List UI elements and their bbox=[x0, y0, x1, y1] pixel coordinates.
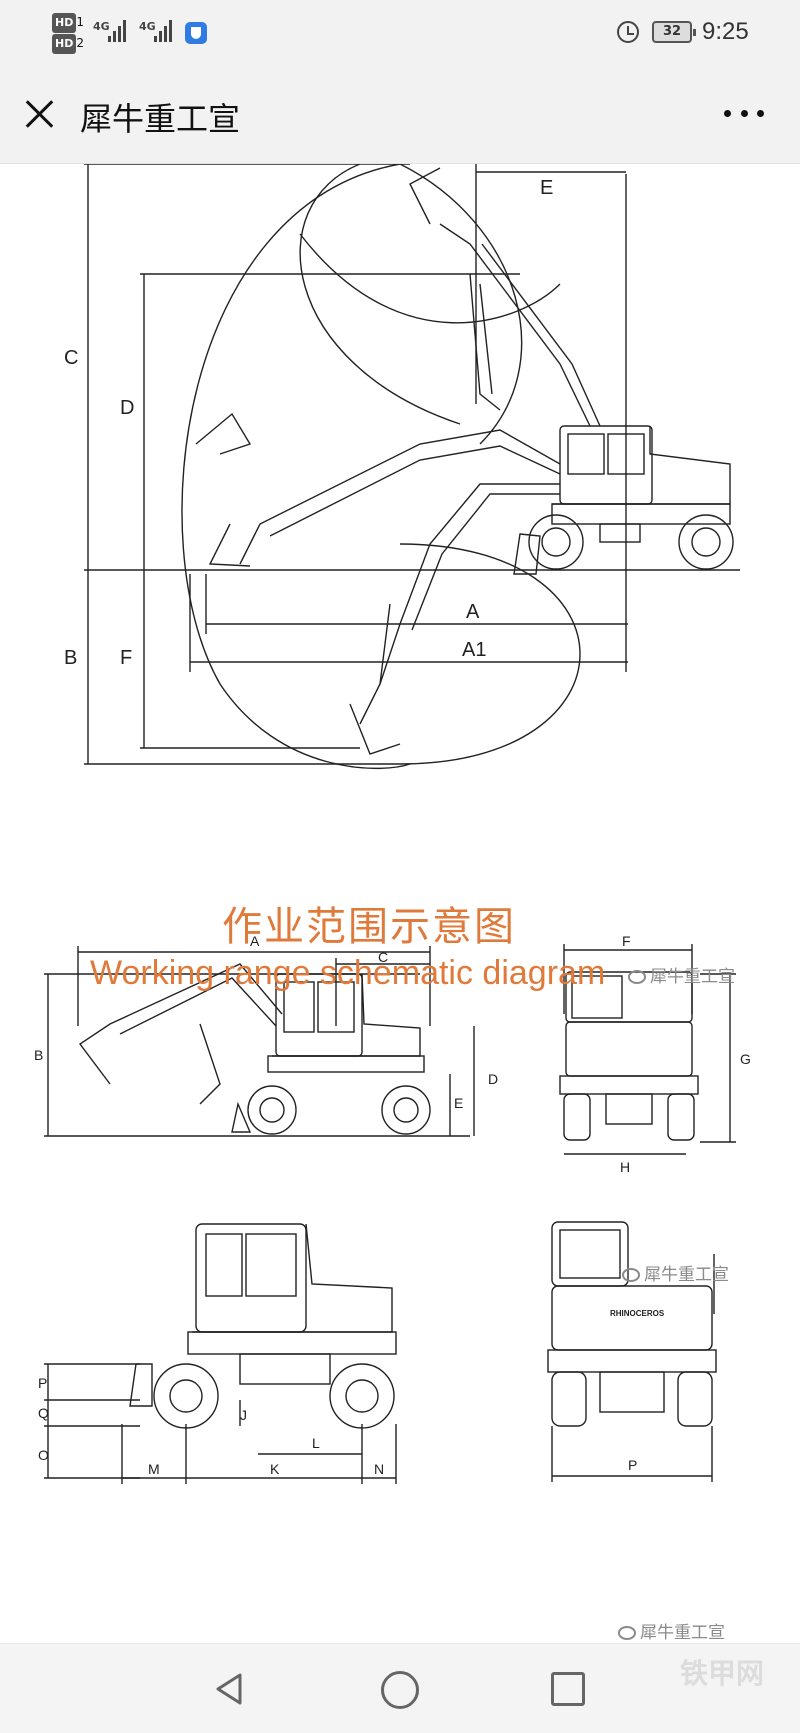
dim-label-e: E bbox=[540, 177, 553, 199]
bottom-front-label-p: P bbox=[628, 1457, 637, 1473]
more-options-icon[interactable] bbox=[724, 110, 764, 120]
caption-english: Working range schematic diagram bbox=[90, 954, 606, 992]
side-label-b: B bbox=[34, 1047, 43, 1063]
hd1-sub: 1 bbox=[76, 15, 84, 29]
signal2-label: 4G bbox=[139, 20, 156, 33]
watermark-1: 犀牛重工宣 bbox=[628, 962, 735, 987]
dim-label-f: F bbox=[120, 647, 132, 669]
dim-label-a1: A1 bbox=[462, 639, 486, 661]
page-title: 犀牛重工宣 bbox=[80, 100, 241, 138]
security-shield-icon bbox=[185, 22, 207, 44]
dim-label-d: D bbox=[120, 397, 134, 419]
signal1-label: 4G bbox=[93, 20, 110, 33]
front-label-g: G bbox=[740, 1051, 751, 1067]
hd2-badge: HD bbox=[52, 34, 77, 54]
hd2-sub: 2 bbox=[76, 36, 84, 50]
wechat-icon bbox=[618, 1626, 636, 1640]
bottom-label-p: P bbox=[38, 1375, 47, 1391]
rhinoceros-badge: RHINOCEROS bbox=[610, 1309, 665, 1318]
bottom-label-m: M bbox=[148, 1461, 160, 1477]
side-label-e: E bbox=[454, 1095, 463, 1111]
front-label-f: F bbox=[622, 933, 631, 949]
bottom-label-l: L bbox=[312, 1435, 320, 1451]
bottom-label-k: K bbox=[270, 1461, 280, 1477]
status-time: 9:25 bbox=[702, 18, 749, 45]
watermark-2: 犀牛重工宣 bbox=[622, 1260, 729, 1285]
recent-apps-icon[interactable] bbox=[551, 1672, 585, 1706]
front-label-h: H bbox=[620, 1159, 630, 1175]
site-watermark: 铁甲网 bbox=[680, 1657, 765, 1690]
dim-label-b: B bbox=[64, 647, 77, 669]
wechat-icon bbox=[628, 970, 646, 984]
bottom-label-j: J bbox=[240, 1407, 247, 1423]
article-image: E C D B F A A1 A C B D E F G H P Q O J L… bbox=[0, 164, 800, 1643]
dim-label-a: A bbox=[466, 601, 480, 623]
side-label-d: D bbox=[488, 1071, 498, 1087]
battery-icon: 32 bbox=[652, 21, 696, 43]
caption-chinese: 作业范围示意图 bbox=[222, 904, 516, 950]
excavator-diagram: E C D B F A A1 A C B D E F G H P Q O J L… bbox=[34, 164, 751, 1484]
battery-level: 32 bbox=[662, 24, 682, 39]
bottom-label-o: O bbox=[38, 1447, 49, 1463]
back-icon[interactable] bbox=[212, 1672, 246, 1706]
dim-label-c: C bbox=[64, 347, 78, 369]
home-icon[interactable] bbox=[381, 1671, 419, 1709]
wechat-icon bbox=[622, 1268, 640, 1282]
close-icon[interactable] bbox=[24, 98, 56, 130]
navigation-bar bbox=[0, 1643, 800, 1733]
alarm-clock-icon bbox=[617, 21, 639, 43]
bottom-label-n: N bbox=[374, 1461, 384, 1477]
watermark-3: 犀牛重工宣 bbox=[618, 1618, 725, 1643]
title-bar: 犀牛重工宣 bbox=[0, 66, 800, 164]
signal1-bars-icon bbox=[108, 18, 126, 42]
hd1-badge: HD bbox=[52, 13, 77, 33]
side-label-c: C bbox=[378, 949, 388, 965]
signal2-bars-icon bbox=[154, 18, 172, 42]
bottom-label-q: Q bbox=[38, 1405, 49, 1421]
side-label-a: A bbox=[250, 933, 260, 949]
